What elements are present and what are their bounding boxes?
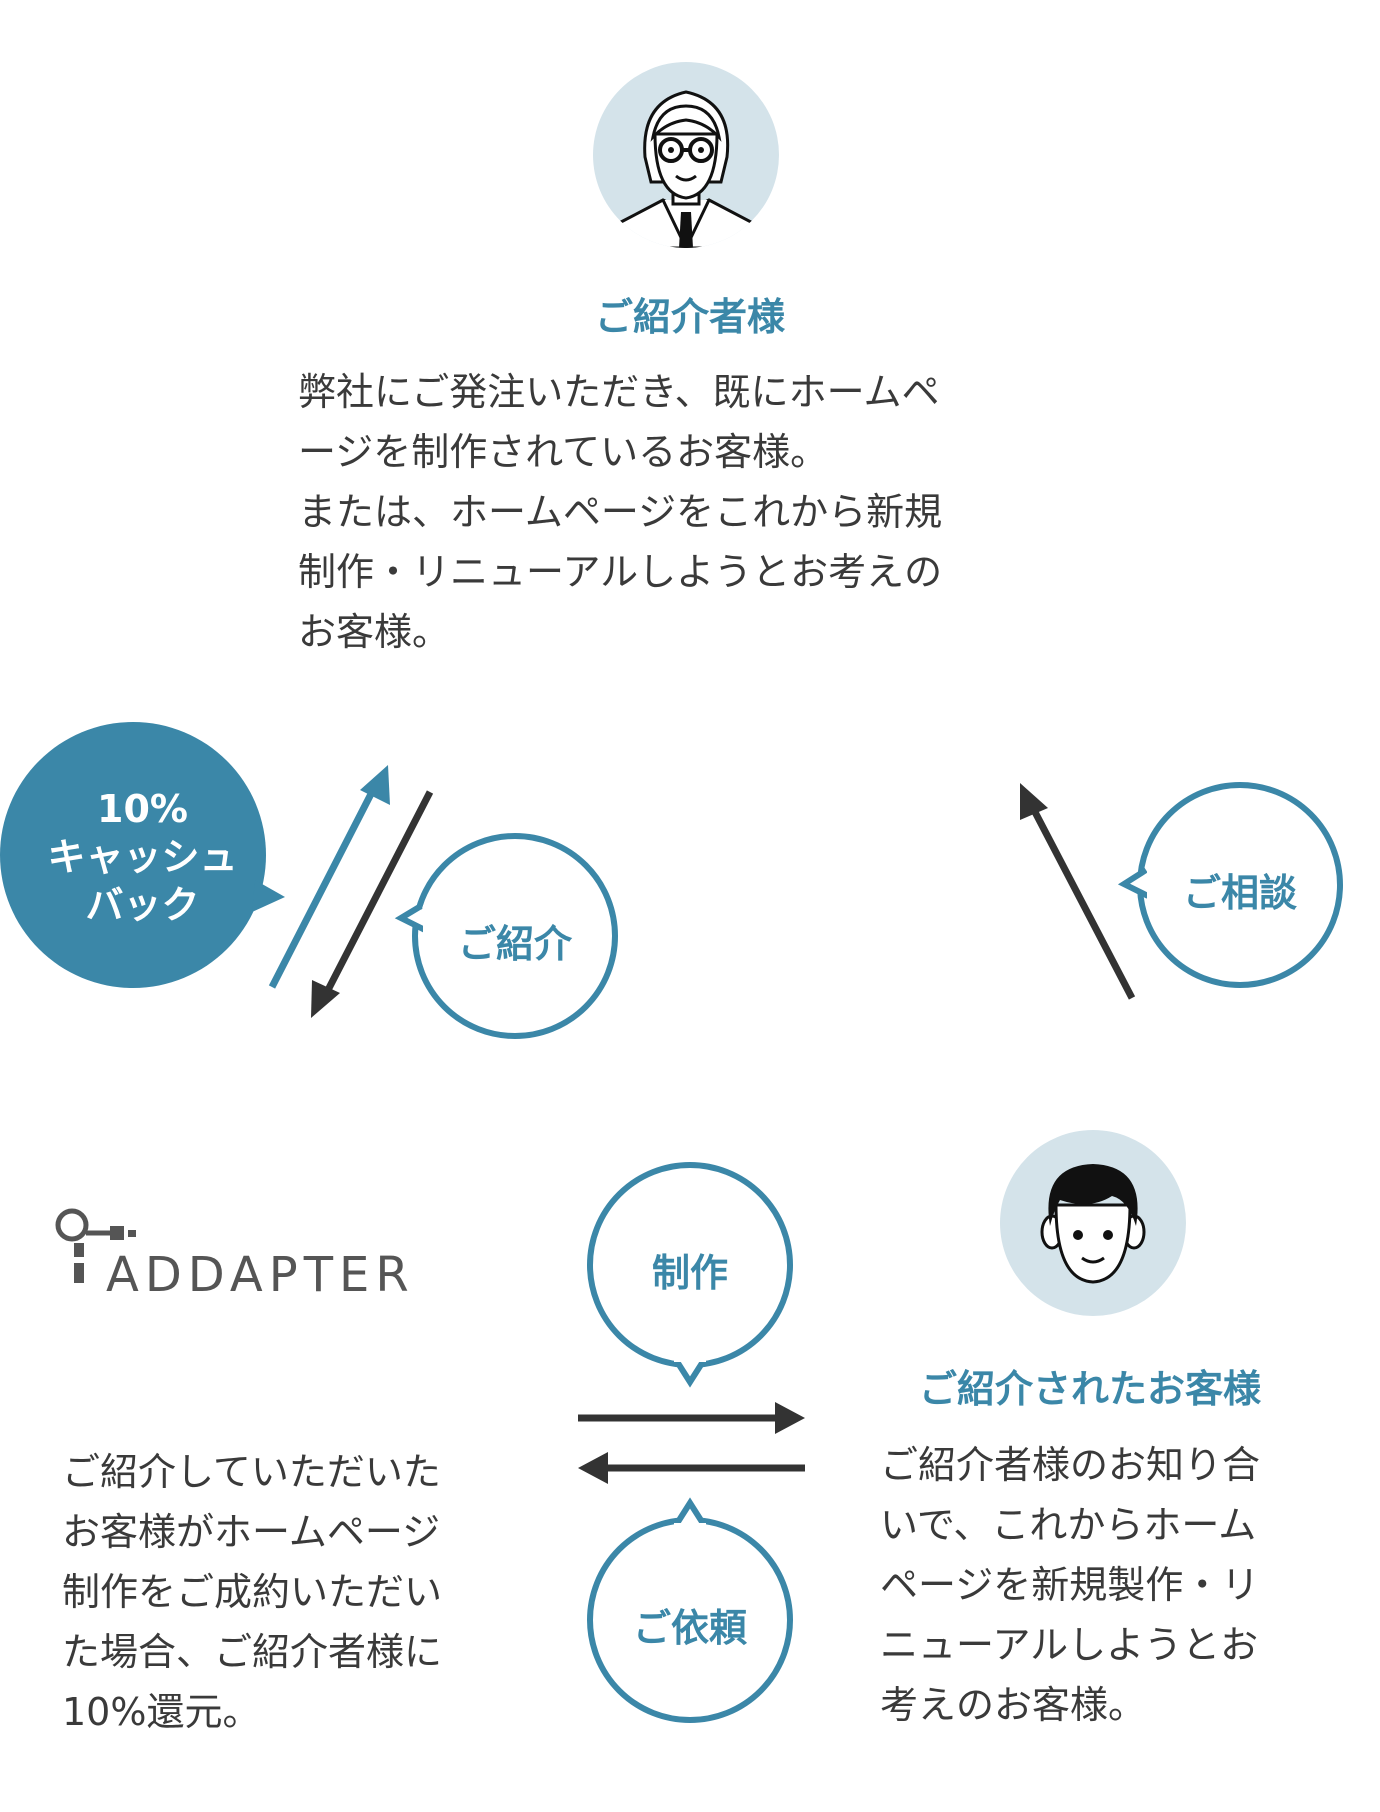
company-line: 制作をご成約いただい: [62, 1570, 443, 1614]
referred-line: いで、これからホーム: [880, 1503, 1257, 1547]
referred-line: ページを新規製作・リ: [880, 1563, 1260, 1607]
introducer-line: お客様。: [298, 610, 451, 654]
request-bubble-label: ご依頼: [632, 1606, 747, 1650]
consult-bubble-label: ご相談: [1182, 871, 1297, 915]
cashback-line: 10%: [97, 787, 188, 831]
request-arrow-left: [578, 1452, 805, 1484]
referred-line: ニューアルしようとお: [880, 1623, 1259, 1667]
young-man-icon: [1040, 1164, 1146, 1284]
consult-arrow-up: [1020, 783, 1136, 1000]
referred-line: ご紹介者様のお知り合: [880, 1443, 1261, 1487]
company-line: お客様がホームページ: [62, 1510, 441, 1554]
company-logo-text: ADDAPTER: [106, 1247, 415, 1303]
introducer-line: 弊社にご発注いただき、既にホームペ: [298, 370, 940, 414]
introducer-avatar: [593, 62, 779, 248]
introduce-arrow-down: [311, 790, 434, 1018]
cashback-label: 10% キャッシュ バック: [10, 785, 275, 929]
production-bubble-shape: [587, 1162, 793, 1388]
introducer-description: 弊社にご発注いただき、既にホームペ ージを制作されているお客様。 または、ホーム…: [298, 362, 942, 662]
elder-man-icon: [619, 90, 753, 248]
production-arrow-right: [578, 1402, 805, 1434]
company-logo: ADDAPTER: [52, 1205, 522, 1305]
introduce-bubble-label: ご紹介: [457, 922, 572, 966]
referred-line: 考えのお客様。: [880, 1683, 1147, 1727]
cashback-line: バック: [85, 883, 200, 927]
referred-description: ご紹介者様のお知り合 いで、これからホーム ページを新規製作・リ ニューアルしよ…: [880, 1435, 1260, 1735]
addapter-logo-icon: [55, 1208, 136, 1283]
referred-title: ご紹介されたお客様: [918, 1367, 1261, 1411]
request-bubble-shape: [587, 1497, 793, 1723]
company-line: 10%還元。: [62, 1690, 261, 1734]
referred-avatar: [1000, 1130, 1186, 1316]
consult-bubble-shape: [1117, 782, 1343, 988]
production-bubble-label: 制作: [651, 1251, 728, 1295]
cashback-line: キャッシュ: [47, 835, 238, 879]
introduce-bubble-shape: [394, 833, 618, 1039]
company-line: ご紹介していただいた: [62, 1450, 441, 1494]
cashback-bubble-shape: [0, 722, 285, 988]
introducer-line: または、ホームページをこれから新規: [298, 490, 943, 534]
introducer-line: ージを制作されているお客様。: [298, 430, 829, 474]
introducer-title: ご紹介者様: [594, 295, 785, 339]
company-description: ご紹介していただいた お客様がホームページ 制作をご成約いただい た場合、ご紹介…: [62, 1442, 442, 1742]
cashback-arrow-up: [268, 765, 390, 989]
company-line: た場合、ご紹介者様に: [62, 1630, 443, 1674]
introducer-line: 制作・リニューアルしようとお考えの: [298, 550, 943, 594]
